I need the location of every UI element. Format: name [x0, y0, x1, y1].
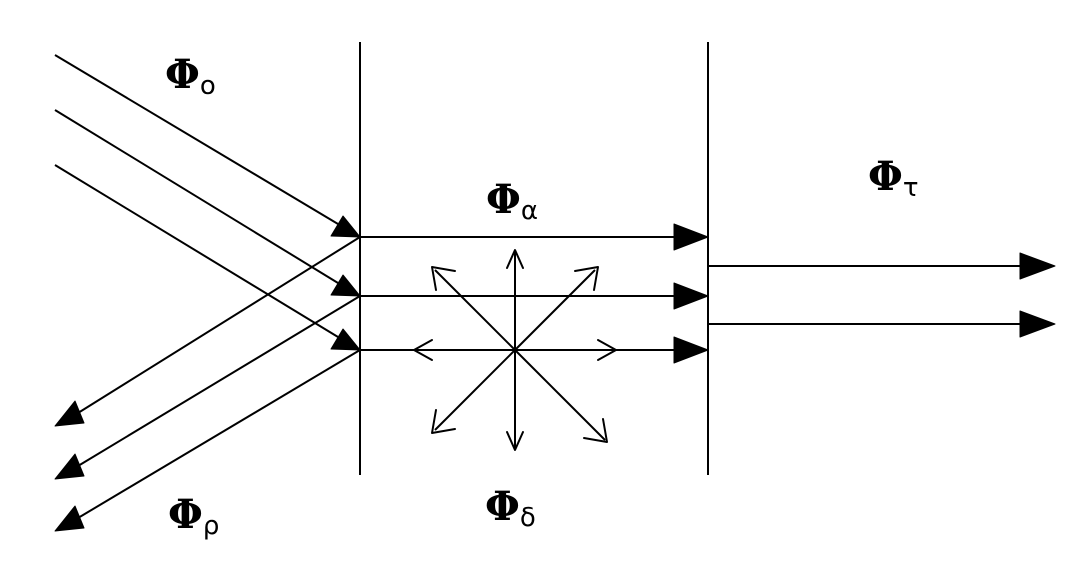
label-absorbed-subscript: α [521, 196, 538, 226]
absorbed-arrowhead [673, 223, 709, 251]
label-reflected-subscript: ρ [203, 511, 220, 541]
incident-ray [54, 54, 339, 225]
scatter-star [413, 249, 617, 451]
transmitted-arrowhead [1019, 252, 1056, 280]
incident-rays [54, 54, 361, 351]
label-reflected-flux: Φρ [168, 491, 219, 541]
scatter-arrowhead-up-right [574, 266, 599, 291]
scatter-ray-down-right [514, 349, 606, 441]
incident-arrowhead [330, 328, 361, 351]
incident-arrowhead [330, 274, 361, 297]
reflected-rays [54, 236, 361, 532]
label-incident-flux: Φo [165, 51, 216, 101]
reflected-ray [77, 295, 361, 467]
scatter-arrowhead-down-left [431, 409, 456, 434]
reflected-arrowhead [54, 505, 85, 532]
scatter-ray-up-left [434, 269, 516, 351]
reflected-arrowhead [54, 453, 85, 480]
label-absorbed-flux: Φα [486, 176, 538, 226]
label-transmitted-subscript: τ [903, 173, 919, 203]
scatter-arrowhead-up [506, 249, 524, 269]
scatter-arrowhead-down-right [583, 418, 608, 443]
label-incident-subscript: o [200, 71, 216, 101]
incident-arrowhead [330, 215, 361, 238]
reflected-ray [77, 349, 361, 519]
transmitted-arrowhead [1019, 310, 1056, 338]
label-scattered-symbol: Φ [485, 483, 520, 530]
scatter-ray-up-right [514, 269, 596, 351]
scatter-arrowhead-left [413, 339, 433, 361]
absorbed-rays [360, 223, 709, 364]
label-transmitted-flux: Φτ [868, 153, 919, 203]
scatter-ray-down-left [434, 349, 516, 431]
label-scattered-flux: Φδ [485, 483, 536, 533]
absorbed-arrowhead [673, 336, 709, 364]
scatter-arrowhead-up-left [431, 266, 456, 291]
reflected-arrowhead [54, 400, 85, 427]
scatter-arrowhead-down [506, 431, 524, 451]
reflected-ray [77, 236, 361, 414]
label-scattered-subscript: δ [520, 503, 536, 533]
transmitted-rays [708, 252, 1056, 338]
label-absorbed-symbol: Φ [486, 176, 521, 223]
label-reflected-symbol: Φ [168, 491, 203, 538]
label-incident-symbol: Φ [165, 51, 200, 98]
incident-ray [54, 164, 339, 338]
absorbed-arrowhead [673, 282, 709, 310]
scatter-arrowhead-right [597, 339, 617, 361]
label-transmitted-symbol: Φ [868, 153, 903, 200]
incident-ray [54, 109, 339, 284]
